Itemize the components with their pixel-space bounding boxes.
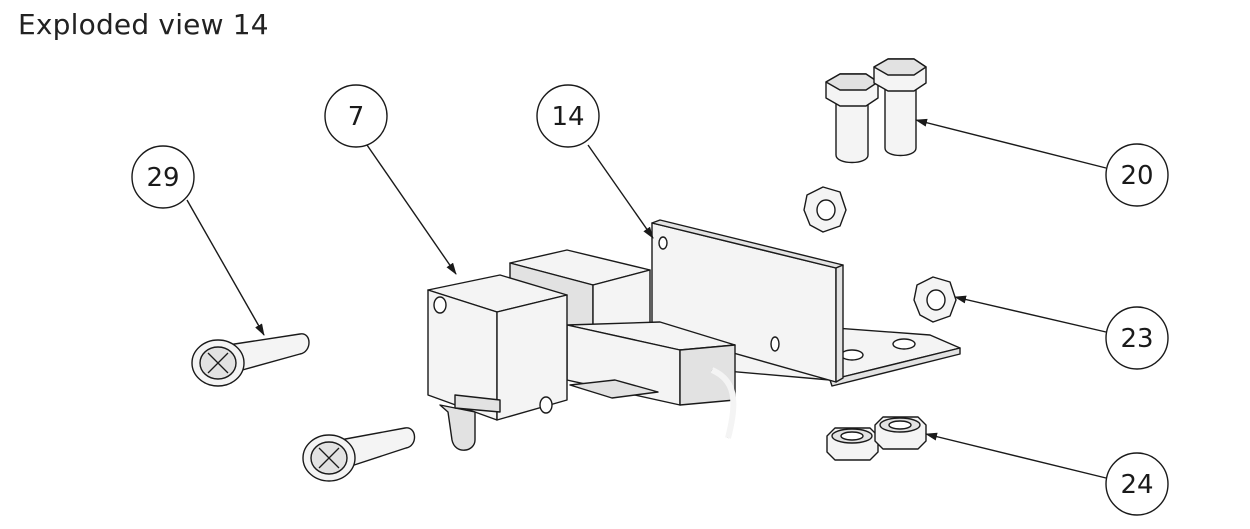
balloon-14-label: 14 [551,102,584,132]
balloon-14: 14 [536,84,600,148]
leader-23 [954,295,1107,333]
hex-nut-lower-right [874,416,927,450]
page-title: Exploded view 14 [18,8,269,41]
screw-upper [191,333,310,387]
leader-24 [925,432,1107,479]
hex-bolt-left [825,73,879,164]
balloon-7-label: 7 [348,102,365,132]
switch-part [427,249,737,451]
balloon-24-label: 24 [1120,470,1153,500]
balloon-23-label: 23 [1120,324,1153,354]
hex-bolt-right [873,58,927,157]
hex-nut-lower-left [826,427,879,461]
balloon-20-label: 20 [1120,161,1153,191]
balloon-7: 7 [324,84,388,148]
leader-7 [366,144,457,275]
balloon-29: 29 [131,145,195,209]
balloon-24: 24 [1105,452,1169,516]
balloon-20: 20 [1105,143,1169,207]
screw-lower [302,427,416,482]
hex-nut-upper [803,186,847,233]
leader-14 [587,144,654,239]
leader-29 [186,199,265,336]
balloon-23: 23 [1105,306,1169,370]
hex-nut-right [913,276,957,323]
balloon-29-label: 29 [146,163,179,193]
leader-20 [915,118,1107,169]
